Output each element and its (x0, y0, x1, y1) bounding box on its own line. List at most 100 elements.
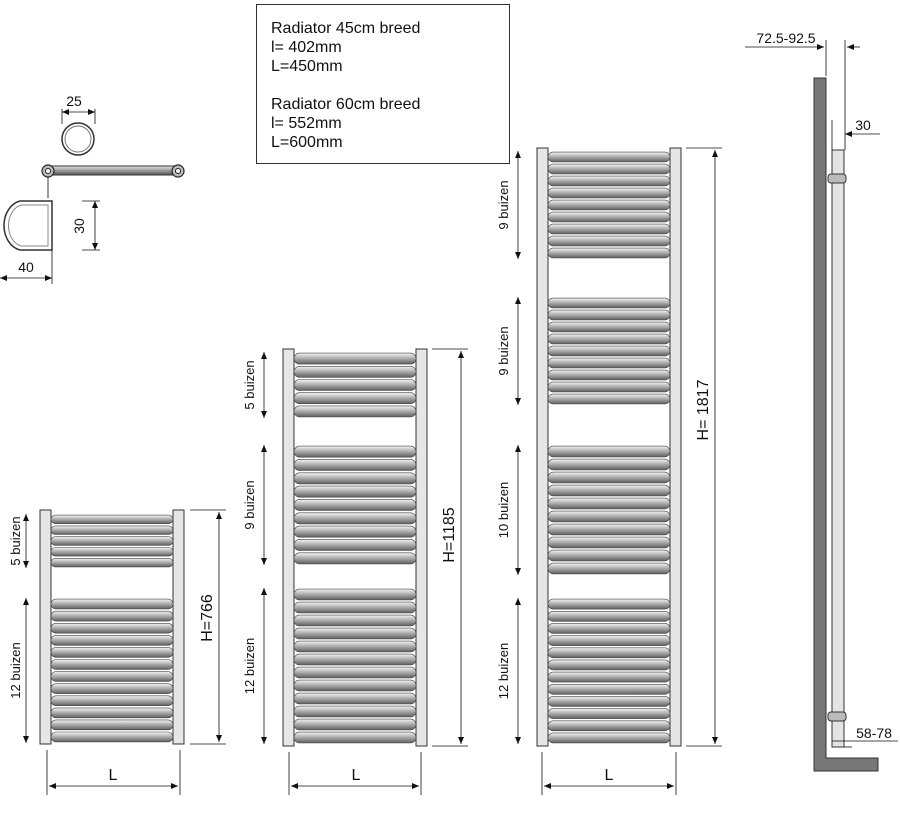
radiator-tube (547, 623, 671, 634)
right-upright (415, 348, 428, 747)
info-45-outer-width: L=450mm (271, 58, 343, 75)
radiator-tube (547, 187, 671, 199)
radiator-tube (547, 671, 671, 683)
radiator-tube (50, 683, 174, 694)
radiator-tube (547, 708, 671, 719)
tube-group-label: 9 buizen (496, 180, 511, 229)
right-upright (669, 147, 682, 747)
info-45-inner-width: l= 402mm (271, 39, 342, 56)
tube-group-label: 12 buizen (8, 642, 23, 698)
radiator-tube (547, 720, 671, 732)
radiator-tube (293, 379, 417, 391)
tube-group-label: 5 buizen (8, 516, 23, 565)
radiator-tube (293, 352, 417, 365)
radiator-tube (50, 659, 174, 670)
radiator-tube (547, 175, 671, 187)
radiator-tube (50, 536, 174, 546)
radiator-tube (50, 610, 174, 622)
dim-25-label: 25 (66, 93, 82, 109)
right-upright (172, 509, 185, 745)
radiator-tube (547, 235, 671, 247)
left-upright (39, 509, 52, 745)
radiator-tube (547, 345, 671, 357)
height-label-large: H= 1817 (695, 379, 712, 440)
radiator-tube (293, 552, 417, 565)
tube-cross-section (61, 122, 95, 156)
height-label-medium: H=1185 (441, 507, 458, 562)
radiator-tube (547, 635, 671, 646)
radiator-tube (547, 696, 671, 707)
radiator-tube (50, 671, 174, 682)
radiator-tube (293, 525, 417, 538)
width-label-small: L (109, 767, 118, 784)
radiator-tube (293, 499, 417, 511)
radiator-tube (293, 640, 417, 653)
radiator-tube (547, 510, 671, 523)
info-60-title: Radiator 60cm breed (271, 96, 421, 113)
dim-40-label: 40 (18, 259, 34, 275)
tube-profile (3, 200, 53, 251)
radiator-tube (547, 321, 671, 333)
radiator-tube (547, 211, 671, 223)
radiator-tube (547, 523, 671, 536)
tube-group-label: 9 buizen (242, 480, 257, 529)
radiator-tube (547, 381, 671, 393)
radiator-tube (293, 705, 417, 718)
radiator-tube (293, 627, 417, 640)
radiator-tube (50, 557, 174, 568)
tube-group-label: 12 buizen (496, 643, 511, 699)
radiator-tube (547, 610, 671, 622)
radiator-tube (50, 707, 174, 719)
radiator-tube (547, 471, 671, 484)
radiator-size-info-box: Radiator 45cm breed l= 402mm L=450mm Rad… (256, 4, 510, 164)
radiator-tube (50, 622, 174, 634)
radiator-tube (293, 666, 417, 679)
tube-group-label: 10 buizen (496, 482, 511, 538)
radiator-tube (293, 472, 417, 485)
radiator-small: H=766 L 5 buizen 12 buizen (8, 509, 226, 795)
radiator-tube (50, 525, 174, 535)
radiator-tube (293, 445, 417, 458)
radiator-tube (547, 497, 671, 510)
radiator-tube (547, 199, 671, 211)
radiator-tube (293, 539, 417, 551)
radiator-tube (547, 247, 671, 259)
tube-group-label: 5 buizen (242, 360, 257, 409)
dim-profile-depth-label: 30 (855, 117, 871, 133)
height-label-small: H=766 (199, 594, 216, 642)
width-label-large: L (605, 767, 614, 784)
radiator-tube (293, 512, 417, 525)
radiator-tube (547, 549, 671, 562)
radiator-tube (547, 562, 671, 575)
radiator-tube (293, 692, 417, 705)
wall-bracket-bottom (827, 711, 847, 722)
radiator-tube (547, 659, 671, 671)
radiator-tube (547, 683, 671, 695)
radiator-tube (547, 458, 671, 471)
radiator-side-profile (831, 149, 845, 748)
radiator-tube (50, 547, 174, 557)
wall-bracket-top (827, 173, 847, 184)
wall-profile (813, 77, 879, 772)
radiator-tube (50, 719, 174, 731)
radiator-tube (50, 598, 174, 610)
radiator-tube (293, 601, 417, 614)
radiator-tube (547, 309, 671, 321)
radiator-tube (293, 718, 417, 731)
radiator-tube (50, 514, 174, 524)
radiator-tube (293, 653, 417, 666)
info-60-outer-width: L=600mm (271, 134, 343, 151)
radiator-tube (50, 635, 174, 646)
radiator-tube (50, 695, 174, 706)
radiator-tube (547, 369, 671, 381)
radiator-tube (293, 392, 417, 405)
radiator-tube (547, 647, 671, 659)
dim-wall-distance-label: 72.5-92.5 (756, 30, 815, 46)
radiator-tube (293, 679, 417, 692)
info-60-inner-width: l= 552mm (271, 115, 342, 132)
radiator-tube (547, 223, 671, 235)
radiator-tube (293, 365, 417, 378)
